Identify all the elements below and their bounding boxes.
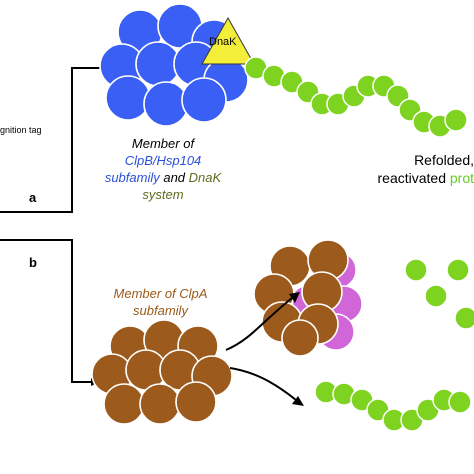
peptide-bead bbox=[404, 258, 428, 282]
panel-b-frame-line bbox=[0, 239, 96, 383]
clpb-hsp104-complex bbox=[99, 3, 249, 127]
clpa-subunit bbox=[139, 383, 181, 425]
clpa-ring-top bbox=[253, 239, 349, 357]
clpb-caption-subfamily: subfamily bbox=[104, 170, 160, 185]
recognition-tag-label: gnition tag bbox=[0, 125, 42, 135]
dnak-triangle bbox=[201, 16, 255, 65]
peptide-bead bbox=[454, 306, 474, 330]
refolded-reactivated: reactivated bbox=[377, 170, 450, 186]
clpb-subunit bbox=[181, 77, 227, 123]
refolded-line1: Refolded, bbox=[414, 152, 474, 168]
clpb-caption-line2: ClpB/Hsp104 bbox=[124, 153, 202, 168]
clpap-complex bbox=[253, 239, 363, 357]
arrow-to-clpap bbox=[225, 297, 293, 351]
clpb-caption-dnak: DnaK bbox=[188, 170, 222, 185]
arrow-to-unfolded-head bbox=[292, 396, 304, 406]
clpb-caption-line4: system bbox=[142, 187, 184, 202]
panel-b-label: b bbox=[29, 255, 37, 270]
refolded-line2: reactivated prot bbox=[358, 169, 474, 187]
dnak-label: DnaK bbox=[209, 36, 237, 48]
protein-bead bbox=[448, 390, 472, 414]
clpb-subunit bbox=[143, 81, 189, 127]
clpa-subunit bbox=[175, 381, 217, 423]
peptide-bead bbox=[424, 284, 448, 308]
refolded-protein-chain bbox=[244, 56, 468, 138]
arrow-to-clpap-head bbox=[289, 292, 300, 303]
clpb-subunit bbox=[105, 75, 151, 121]
clpa-caption: Member of ClpA subfamily bbox=[88, 285, 233, 319]
clpa-subunit bbox=[103, 383, 145, 425]
panel-a-label: a bbox=[29, 190, 37, 205]
clpb-caption-line3: subfamily and DnaK bbox=[98, 169, 228, 186]
arrow-to-unfolded bbox=[229, 367, 297, 401]
refolded-label: Refolded, reactivated prot bbox=[358, 151, 474, 187]
unfolded-protein-chain bbox=[314, 380, 472, 432]
protein-bead bbox=[444, 108, 468, 132]
clpb-caption-and: and bbox=[159, 170, 189, 185]
clpa-subunit bbox=[281, 319, 319, 357]
refolded-protein-word: prot bbox=[449, 170, 474, 186]
clpb-caption-line1: Member of bbox=[131, 136, 195, 151]
clpa-complex bbox=[91, 319, 233, 425]
clpb-caption: Member of ClpB/Hsp104 subfamily and DnaK… bbox=[98, 135, 228, 203]
clpa-caption-line1: Member of ClpA bbox=[113, 286, 208, 301]
clpa-caption-line2: subfamily bbox=[133, 303, 188, 318]
peptide-bead bbox=[446, 258, 470, 282]
degraded-peptides bbox=[404, 258, 474, 330]
